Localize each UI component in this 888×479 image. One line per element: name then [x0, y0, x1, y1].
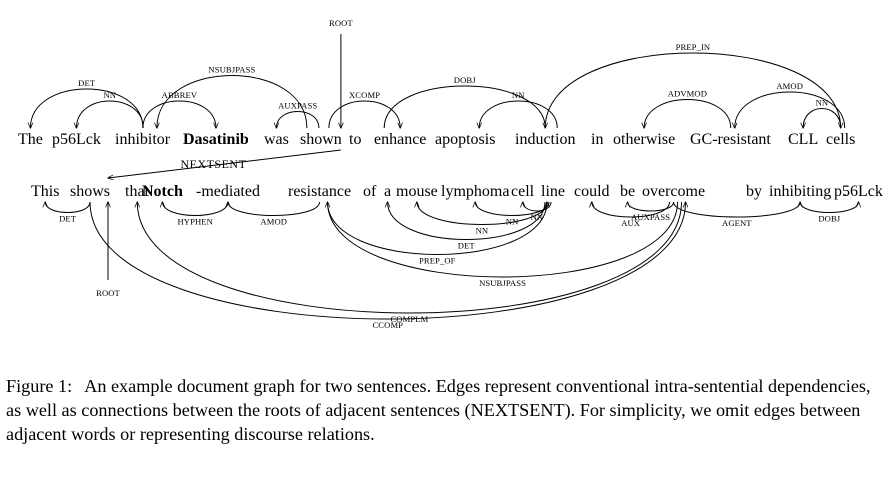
dependency-edge — [388, 202, 546, 240]
edge-label: AUX — [621, 218, 641, 228]
sentence2-word: by — [746, 183, 762, 200]
figure-caption: Figure 1:An example document graph for t… — [6, 374, 884, 446]
dependency-edge — [523, 202, 552, 212]
dependency-edge — [137, 202, 683, 314]
sentence1-word: GC-resistant — [690, 131, 771, 148]
sentence2-word: resistance — [288, 183, 351, 200]
edge-label: NN — [506, 217, 519, 227]
dependency-edge — [142, 100, 216, 128]
sentence2-word: overcome — [642, 183, 705, 200]
edge-label: AMOD — [776, 81, 803, 91]
dependency-edge — [76, 100, 144, 128]
sentence2-word: p56Lck — [834, 183, 883, 200]
dependency-edge — [108, 149, 341, 178]
dependency-edge — [89, 202, 686, 320]
edge-label: ABBREV — [162, 90, 198, 100]
edge-label: NN — [816, 98, 829, 108]
edge-label: NN — [104, 90, 117, 100]
edge-label: AUXPASS — [278, 101, 317, 111]
dependency-edge — [803, 108, 842, 129]
sentence2-word: lymphoma — [441, 183, 509, 200]
sentence2-word: a — [384, 183, 391, 200]
sentence2-word: cell — [511, 183, 535, 200]
edge-label: NN — [512, 90, 525, 100]
dependency-edge — [544, 52, 840, 128]
sentence1-word: enhance — [374, 131, 426, 148]
dependency-edge — [328, 202, 679, 278]
edge-label: NEXTSENT — [180, 157, 246, 171]
edge-label: ROOT — [96, 288, 120, 298]
edge-label: AGENT — [722, 218, 752, 228]
sentence2-word: be — [620, 183, 635, 200]
edge-label: HYPHEN — [178, 217, 214, 227]
dependency-edge — [45, 202, 91, 213]
sentence1-word: induction — [515, 131, 575, 148]
edge-label: PREP_OF — [419, 256, 456, 266]
sentence1-word: shown — [300, 131, 342, 148]
sentence2-word: line — [541, 183, 565, 200]
dependency-edge — [228, 202, 321, 216]
dependency-edge — [162, 202, 229, 216]
sentence1-word: The — [18, 131, 43, 148]
caption-text: An example document graph for two senten… — [6, 376, 871, 444]
edges-layer — [30, 34, 858, 320]
edge-label: NN — [476, 226, 489, 236]
edge-label: PREP_IN — [676, 42, 711, 52]
dependency-edge — [417, 202, 548, 225]
edge-label: DET — [59, 214, 77, 224]
edge-label: AUXPASS — [631, 212, 670, 222]
edge-label: DOBJ — [818, 214, 840, 224]
sentence1-word: apoptosis — [435, 131, 495, 148]
dependency-edge — [628, 202, 675, 212]
dependency-edge — [592, 202, 671, 218]
edge-label: AMOD — [260, 217, 287, 227]
sentence1-word: p56Lck — [52, 131, 101, 148]
dependency-edge — [327, 202, 547, 255]
sentence2-word: -mediated — [196, 183, 260, 200]
edge-label: XCOMP — [349, 90, 380, 100]
edge-labels-layer: DETNNNSUBJPASSABBREVAUXPASSXCOMPDOBJNNPR… — [59, 18, 841, 330]
edge-label: COMPLM — [390, 314, 428, 324]
edge-label: CCOMP — [372, 320, 403, 330]
dependency-edge — [673, 202, 801, 218]
edge-label: ADVMOD — [668, 89, 707, 99]
sentence2-word: Notch — [142, 183, 183, 200]
edge-label: ROOT — [329, 18, 353, 28]
dependency-edge — [479, 100, 558, 128]
dependency-edge — [644, 99, 732, 129]
dependency-edge — [735, 91, 846, 128]
sentence2-word: . — [843, 183, 847, 200]
dependency-edge — [799, 202, 858, 213]
sentence2-word: that — [125, 183, 150, 200]
sentence2-word: mouse — [396, 183, 438, 200]
sentence2-word: shows — [70, 183, 110, 200]
edge-label: NN — [531, 212, 544, 222]
sentence1-word: in — [591, 131, 603, 148]
sentence1-word: Dasatinib — [183, 131, 249, 148]
sentence1-word: otherwise — [613, 131, 675, 148]
edge-label: NSUBJPASS — [479, 278, 526, 288]
sentence2-word: This — [31, 183, 59, 200]
edge-label: DET — [78, 78, 96, 88]
edge-label: NSUBJPASS — [208, 65, 255, 75]
sentence2-word: inhibiting — [769, 183, 831, 200]
sentence1-word: cells — [826, 131, 855, 148]
dependency-edge — [30, 88, 144, 128]
dependency-edge — [383, 85, 545, 128]
dependency-edge — [328, 100, 400, 128]
sentence2-word: could — [574, 183, 610, 200]
edge-label: DOBJ — [454, 75, 476, 85]
sentence1-word: was — [264, 131, 289, 148]
dependency-edge — [276, 111, 320, 129]
sentence1-word: to — [349, 131, 361, 148]
sentence1-word: CLL — [788, 131, 818, 148]
edge-label: DET — [458, 241, 476, 251]
caption-number: Figure 1: — [6, 376, 73, 396]
sentence2-word: of — [363, 183, 377, 200]
dependency-edge — [157, 75, 308, 129]
sentence1-word: inhibitor — [115, 131, 171, 148]
